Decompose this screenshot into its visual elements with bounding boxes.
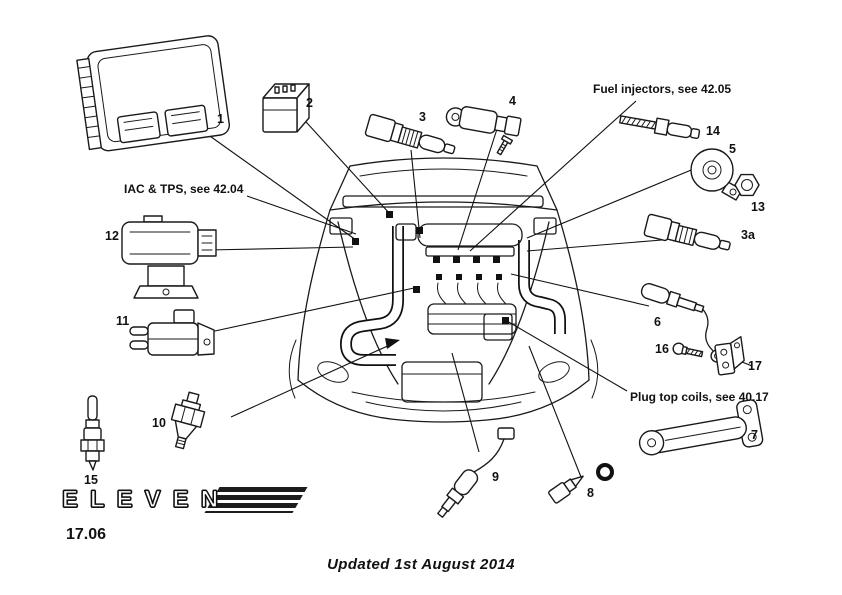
engine-bay <box>329 195 566 403</box>
part-16-bolt <box>672 342 704 358</box>
callout-2: 2 <box>306 96 313 110</box>
part-4-screw <box>496 134 514 156</box>
note-iac-tps: IAC & TPS, see 42.04 <box>124 182 244 196</box>
part-15-sensor <box>80 395 105 471</box>
leader-lines <box>200 100 753 478</box>
note-plug-top-coils: Plug top coils, see 40.17 <box>630 390 769 404</box>
part-8-temp-sensor <box>548 463 614 504</box>
part-2-relay <box>262 83 310 133</box>
updated-note: Updated 1st August 2014 <box>327 556 515 573</box>
callout-16: 16 <box>655 342 669 356</box>
callout-11: 11 <box>116 314 130 328</box>
car-outline <box>288 157 599 423</box>
part-3-sensor <box>364 113 456 155</box>
callout-1: 1 <box>217 112 224 126</box>
callout-8: 8 <box>587 486 594 500</box>
part-14-sensor <box>619 115 701 140</box>
callout-13: 13 <box>751 200 765 214</box>
callout-15: 15 <box>84 473 98 487</box>
callout-6: 6 <box>654 315 661 329</box>
part-1-ecu <box>76 35 230 152</box>
part-3a-sensor <box>643 213 731 251</box>
callout-5: 5 <box>729 142 736 156</box>
part-12-map-sensor <box>121 215 217 299</box>
note-fuel-injectors: Fuel injectors, see 42.05 <box>593 82 732 96</box>
part-4-sensor <box>445 106 522 137</box>
part-7-coil-bracket <box>638 399 764 456</box>
part-11-solenoid-valve <box>129 309 215 356</box>
arrow-marker <box>385 338 400 349</box>
callout-9: 9 <box>492 470 499 484</box>
callout-3a: 3a <box>741 228 755 242</box>
callout-10: 10 <box>152 416 166 430</box>
eleven-logo: ELEVEN <box>61 486 308 515</box>
callout-12: 12 <box>105 229 119 243</box>
part-9-lambda-sensor <box>437 427 515 518</box>
part-17-bracket <box>714 335 745 376</box>
callout-4: 4 <box>509 94 516 108</box>
callout-7: 7 <box>751 428 758 442</box>
part-10-oil-pressure-switch <box>170 391 206 450</box>
part-5-knock-sensor <box>690 148 743 201</box>
callout-17: 17 <box>748 359 762 373</box>
callout-14: 14 <box>706 124 720 138</box>
callout-3: 3 <box>419 110 426 124</box>
part-13-nut <box>734 173 760 197</box>
logo-text: ELEVEN <box>61 486 231 513</box>
page-number: 17.06 <box>66 526 107 543</box>
